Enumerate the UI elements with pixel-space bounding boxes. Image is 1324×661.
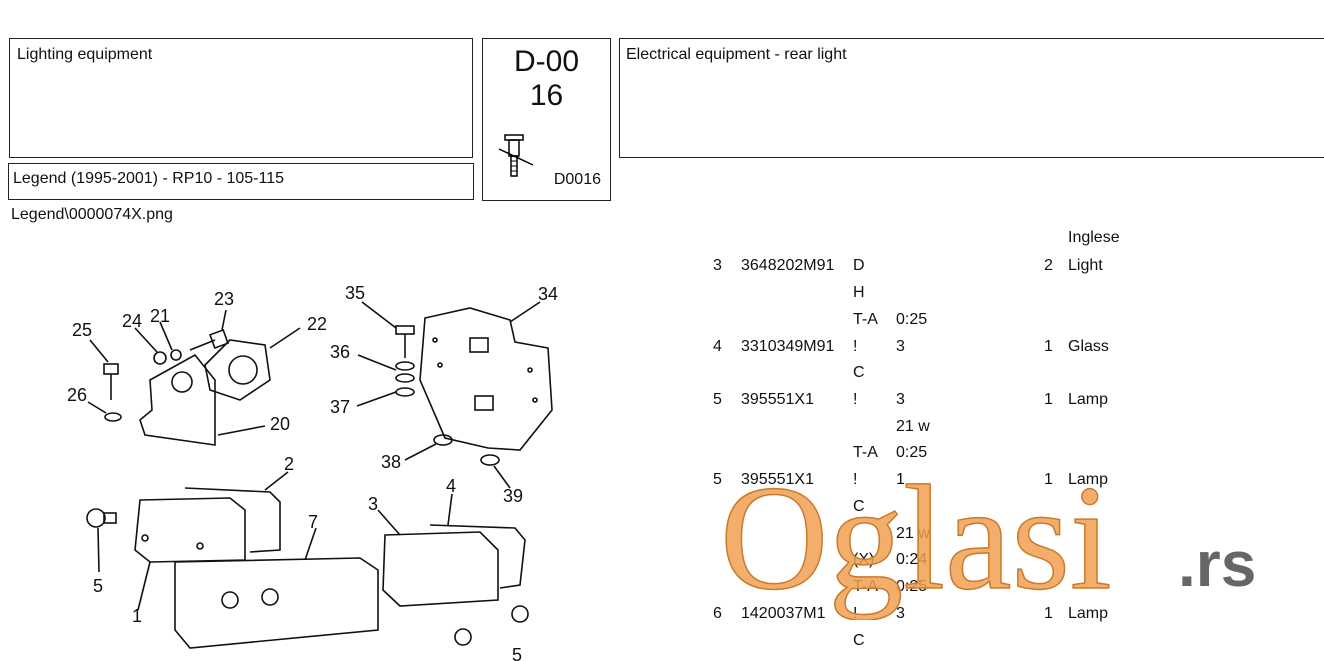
callout-20: 20 — [270, 414, 290, 434]
part-qty: 1 — [1044, 391, 1053, 408]
part-code: ! — [853, 338, 858, 355]
part-number: 3310349M91 — [741, 338, 835, 355]
part-code: T-A — [853, 444, 878, 461]
model-label: Legend (1995-2001) - RP10 - 105-115 — [13, 170, 284, 187]
part-number: 395551X1 — [741, 391, 814, 408]
part-description: Lamp — [1068, 471, 1109, 488]
callout-26: 26 — [67, 385, 87, 405]
part-spec: 0:24 — [896, 551, 928, 568]
callout-5: 5 — [93, 576, 103, 596]
part-code: H — [853, 284, 865, 301]
code-line-2: 16 — [529, 79, 564, 112]
callout-7: 7 — [308, 512, 318, 532]
callout-36: 36 — [330, 342, 350, 362]
part-code: (X) — [853, 551, 875, 568]
language-header: Inglese — [1068, 229, 1120, 246]
callout-24: 24 — [122, 311, 142, 331]
bolt-icon — [498, 134, 534, 177]
part-spec: 21 w — [896, 525, 930, 542]
part-qty: 1 — [1044, 471, 1053, 488]
code-box: D-00 16 D0016 — [482, 38, 611, 201]
part-spec: 0:25 — [896, 444, 928, 461]
part-code: T-A — [853, 311, 878, 328]
callout-5b: 5 — [512, 645, 522, 661]
part-code: ! — [853, 471, 858, 488]
part-code: C — [853, 632, 865, 649]
part-number: 1420037M1 — [741, 605, 826, 622]
part-qty: 1 — [1044, 605, 1053, 622]
part-spec: 3 — [896, 605, 905, 622]
part-qty: 1 — [1044, 338, 1053, 355]
callout-2: 2 — [284, 454, 294, 474]
part-code: D — [853, 257, 865, 274]
callout-38: 38 — [381, 452, 401, 472]
part-description: Lamp — [1068, 605, 1109, 622]
part-description: Lamp — [1068, 391, 1109, 408]
part-code: C — [853, 364, 865, 381]
callout-23: 23 — [214, 289, 234, 309]
code-line-1: D-00 — [513, 45, 580, 78]
svg-text:.rs: .rs — [1178, 528, 1256, 600]
callout-3: 3 — [368, 494, 378, 514]
part-number: 3648202M91 — [741, 257, 835, 274]
oglasi-watermark-logo: Oglasi .rs — [720, 470, 1256, 620]
callout-1: 1 — [132, 606, 142, 626]
model-box: Legend (1995-2001) - RP10 - 105-115 — [8, 163, 474, 200]
section-title: Lighting equipment — [17, 46, 153, 63]
callout-34: 34 — [538, 284, 558, 304]
description-title: Electrical equipment - rear light — [626, 46, 847, 63]
callout-21: 21 — [150, 306, 170, 326]
callout-22: 22 — [307, 314, 327, 334]
part-spec: 3 — [896, 391, 905, 408]
part-position: 5 — [713, 471, 722, 488]
part-position: 3 — [713, 257, 722, 274]
callout-4: 4 — [446, 476, 456, 496]
part-position: 5 — [713, 391, 722, 408]
part-spec: 21 w — [896, 418, 930, 435]
part-description: Light — [1068, 257, 1103, 274]
part-spec: 1 — [896, 471, 905, 488]
part-code: C — [853, 498, 865, 515]
description-box: Electrical equipment - rear light — [619, 38, 1324, 158]
code-ref: D0016 — [553, 171, 601, 188]
callout-39: 39 — [503, 486, 523, 506]
part-code: ! — [853, 391, 858, 408]
part-spec: 3 — [896, 338, 905, 355]
part-description: Glass — [1068, 338, 1109, 355]
callout-25: 25 — [72, 320, 92, 340]
part-spec: 0:25 — [896, 578, 928, 595]
svg-text:Oglasi: Oglasi — [720, 470, 1112, 620]
section-title-box: Lighting equipment — [9, 38, 473, 158]
part-code: T-A — [853, 578, 878, 595]
part-position: 6 — [713, 605, 722, 622]
callout-35: 35 — [345, 283, 365, 303]
part-qty: 2 — [1044, 257, 1053, 274]
part-spec: 0:25 — [896, 311, 928, 328]
part-position: 4 — [713, 338, 722, 355]
image-filename: Legend\0000074X.png — [11, 206, 173, 223]
part-code: ! — [853, 605, 858, 622]
part-number: 395551X1 — [741, 471, 814, 488]
callout-37: 37 — [330, 397, 350, 417]
exploded-parts-diagram: 25 24 21 23 22 26 20 35 34 36 37 38 39 2… — [67, 283, 558, 661]
